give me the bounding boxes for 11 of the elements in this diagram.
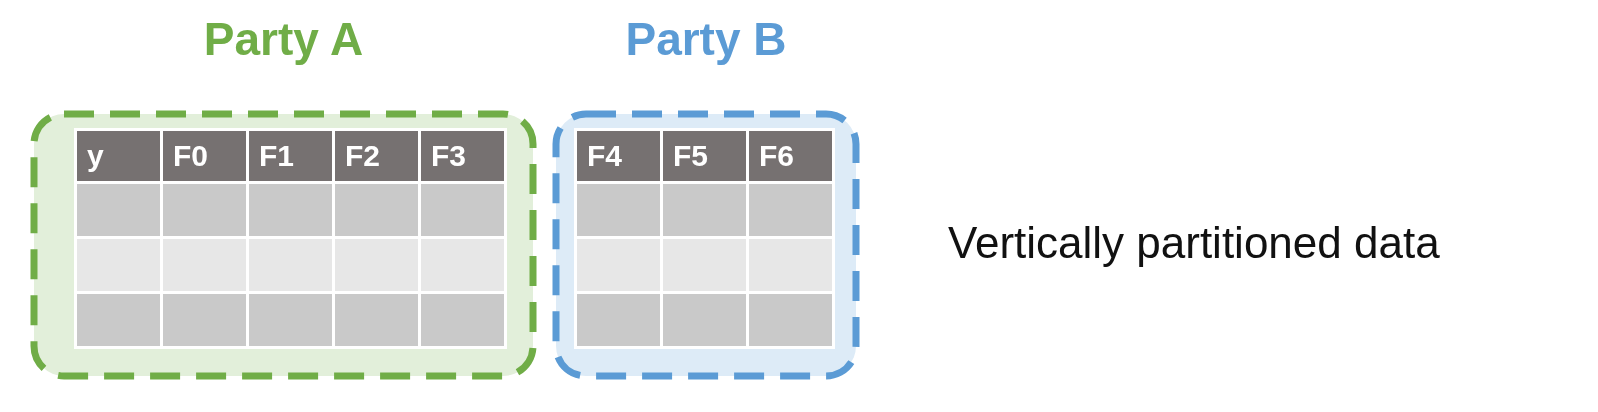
diagram-caption: Vertically partitioned data — [948, 218, 1440, 268]
party-heading: Party A — [203, 12, 364, 66]
party-heading: Party B — [625, 12, 787, 66]
column-header: F5 — [663, 131, 746, 181]
column-header: F4 — [577, 131, 660, 181]
column-header: F2 — [335, 131, 418, 181]
column-header: F0 — [163, 131, 246, 181]
column-header: y — [77, 131, 160, 181]
column-header: F3 — [421, 131, 504, 181]
column-header: F6 — [749, 131, 832, 181]
column-header: F1 — [249, 131, 332, 181]
